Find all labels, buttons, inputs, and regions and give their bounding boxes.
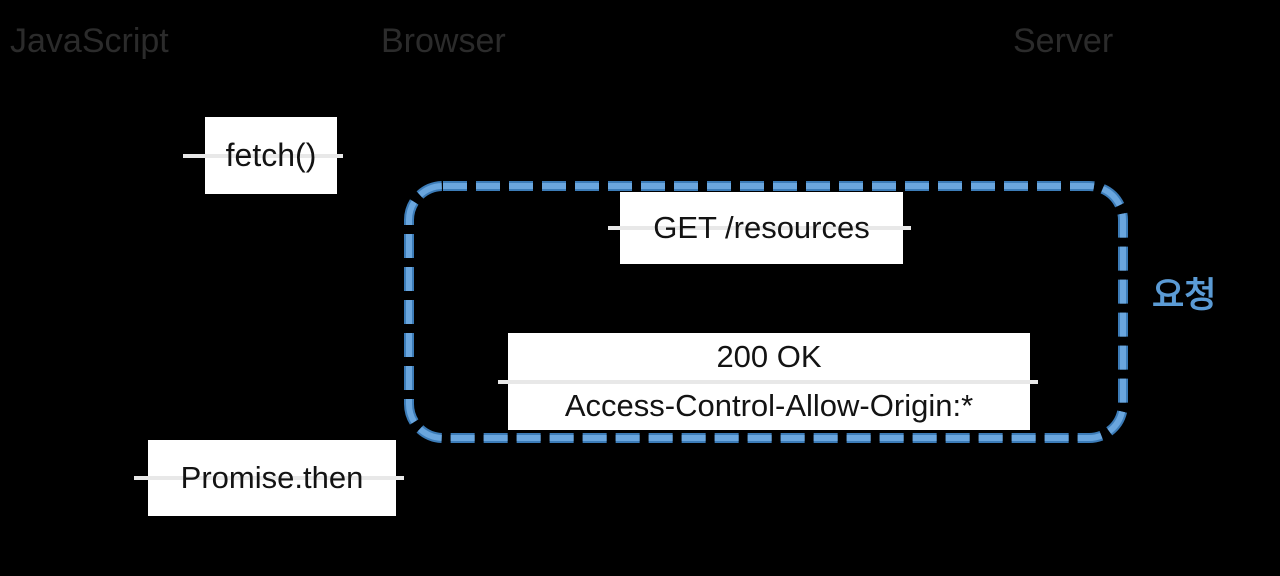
message-label-response-status: 200 OK bbox=[716, 339, 822, 375]
request-group-annotation: 요청 bbox=[1152, 276, 1217, 315]
lifeline-promise bbox=[134, 476, 404, 480]
message-box-request: GET /resources bbox=[608, 192, 911, 264]
message-label-request: GET /resources bbox=[653, 209, 870, 245]
lane-label-javascript: JavaScript bbox=[10, 22, 169, 60]
lifeline-javascript bbox=[183, 153, 343, 158]
message-label-fetch: fetch() bbox=[225, 136, 317, 173]
message-box-response: 200 OK Access-Control-Allow-Origin:* bbox=[498, 333, 1038, 430]
message-box-promise: Promise.then bbox=[134, 440, 404, 516]
lifeline-response bbox=[498, 380, 1038, 384]
message-box-fetch: fetch() bbox=[183, 117, 343, 194]
lane-label-browser: Browser bbox=[381, 22, 506, 60]
message-label-response-header: Access-Control-Allow-Origin:* bbox=[564, 387, 974, 423]
lane-label-server: Server bbox=[1013, 22, 1114, 60]
message-label-promise: Promise.then bbox=[180, 459, 364, 495]
